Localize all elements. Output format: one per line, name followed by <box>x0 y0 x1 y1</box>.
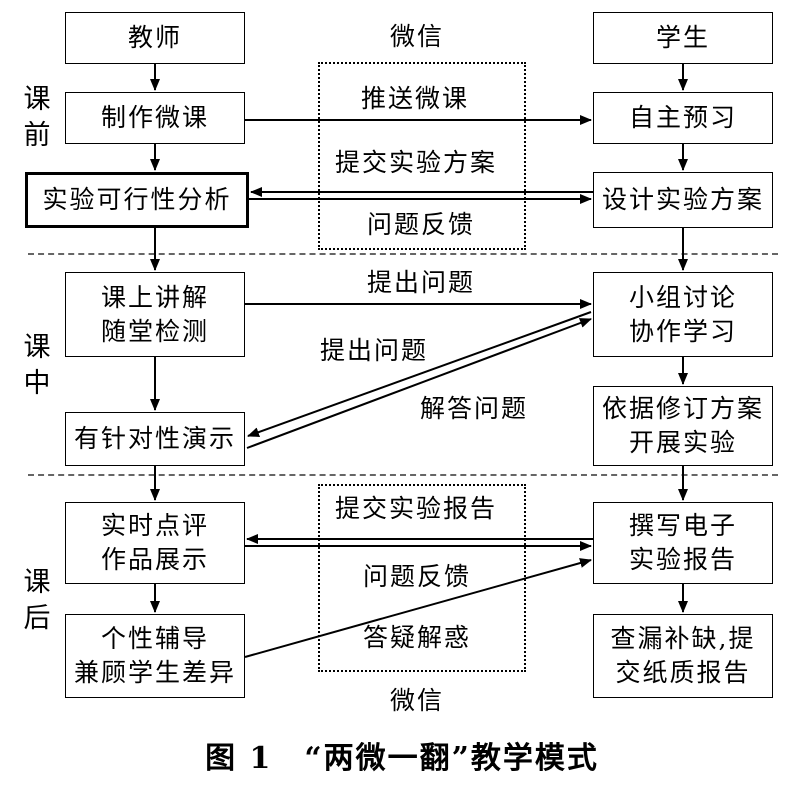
arrow-answer-question <box>246 318 592 449</box>
differences-label: 兼顾学生差异 <box>73 658 236 687</box>
make-microlesson-box: 制作微课 <box>65 92 245 144</box>
group-discussion-box: 小组讨论 协作学习 <box>593 272 773 357</box>
phase-after-label: 课后 <box>23 567 51 635</box>
feedback-label-after: 问题反馈 <box>363 562 472 591</box>
design-plan-label: 设计实验方案 <box>601 185 764 215</box>
group-discussion-label: 小组讨论 <box>628 282 737 312</box>
design-plan-box: 设计实验方案 <box>593 172 773 228</box>
phase-separator-1 <box>28 253 778 255</box>
figure-caption: 图 1 “两微一翻”教学模式 <box>205 741 599 776</box>
collaborative-learning-label: 协作学习 <box>628 316 737 346</box>
self-preview-label: 自主预习 <box>628 103 737 133</box>
paper-report-box: 查漏补缺,提 交纸质报告 <box>593 614 773 698</box>
teacher-header-box: 教师 <box>65 12 245 64</box>
make-microlesson-label: 制作微课 <box>100 103 209 133</box>
targeted-demo-box: 有针对性演示 <box>65 412 245 466</box>
phase-separator-2 <box>28 474 778 476</box>
submit-report-label: 提交实验报告 <box>335 494 498 523</box>
targeted-demo-label: 有针对性演示 <box>73 424 236 454</box>
ask-question-label-top: 提出问题 <box>367 268 476 297</box>
lecture-quiz-box: 课上讲解 随堂检测 <box>65 272 245 357</box>
arrow-ask-question-mid <box>247 311 592 437</box>
submit-plan-label: 提交实验方案 <box>335 148 498 177</box>
tutoring-label: 个性辅导 <box>100 624 209 654</box>
showcase-label: 作品展示 <box>100 545 209 574</box>
phase-before-label: 课前 <box>23 84 51 152</box>
answer-question-label: 解答问题 <box>420 394 529 423</box>
feasibility-analysis-box: 实验可行性分析 <box>25 172 249 228</box>
individual-tutoring-box: 个性辅导 兼顾学生差异 <box>65 614 245 698</box>
feedback-label-before: 问题反馈 <box>367 210 476 239</box>
experiment-report-label: 实验报告 <box>628 545 737 574</box>
fill-gaps-label: 查漏补缺,提 <box>610 624 756 654</box>
student-header-label: 学生 <box>655 23 710 53</box>
ask-question-label-mid: 提出问题 <box>320 336 429 365</box>
student-header-box: 学生 <box>593 12 773 64</box>
review-showcase-box: 实时点评 作品展示 <box>65 502 245 584</box>
self-preview-box: 自主预习 <box>593 92 773 144</box>
teacher-header-label: 教师 <box>127 23 182 53</box>
wechat-bottom-label: 微信 <box>390 686 445 715</box>
conduct-experiment-label: 开展实验 <box>628 428 737 457</box>
wechat-frame-before <box>318 62 526 250</box>
lecture-label: 课上讲解 <box>100 282 209 312</box>
review-label: 实时点评 <box>100 511 209 541</box>
quiz-label: 随堂检测 <box>100 316 209 346</box>
revised-plan-label: 依据修订方案 <box>601 394 764 424</box>
paper-report-label: 交纸质报告 <box>615 658 751 687</box>
resolve-doubts-label: 答疑解惑 <box>363 623 472 652</box>
phase-during-label: 课中 <box>23 332 51 400</box>
arrow-resolve-doubts <box>244 558 592 658</box>
electronic-report-box: 撰写电子 实验报告 <box>593 502 773 584</box>
conduct-experiment-box: 依据修订方案 开展实验 <box>593 386 773 466</box>
write-electronic-label: 撰写电子 <box>628 511 737 541</box>
wechat-top-label: 微信 <box>390 22 445 51</box>
push-microlesson-label: 推送微课 <box>361 84 470 113</box>
feasibility-analysis-label: 实验可行性分析 <box>42 185 232 215</box>
